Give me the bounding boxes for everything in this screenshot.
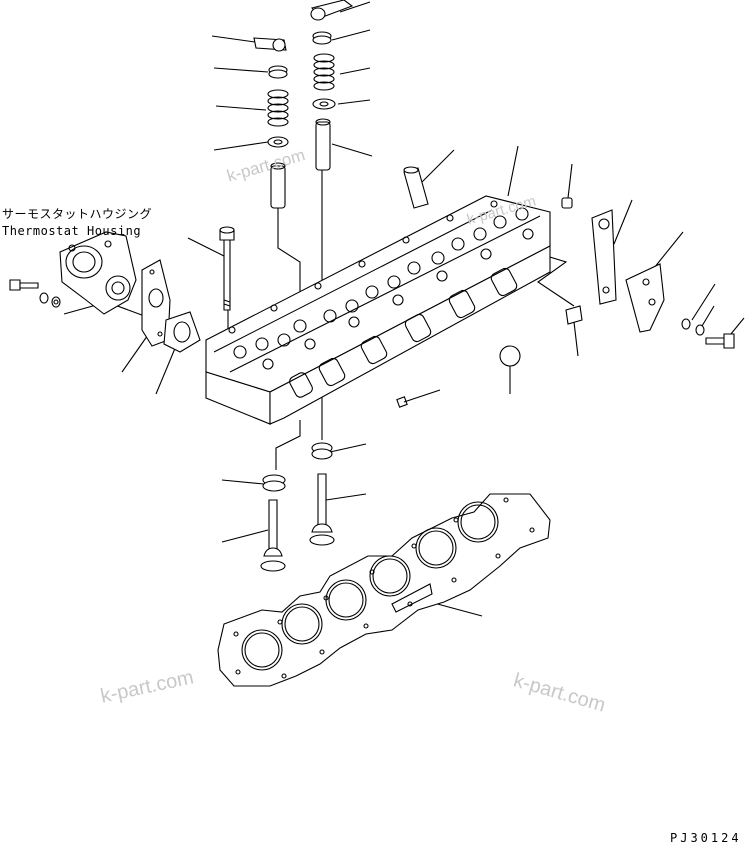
valve-stack-left [254, 38, 288, 208]
leader-lines [64, 2, 744, 616]
figure-code: PJ30124 [670, 831, 742, 845]
thermostat-housing-label-en: Thermostat Housing [2, 224, 142, 238]
thermostat-housing-label-ja: サーモスタットハウジング [2, 207, 153, 221]
engine-hanger [592, 210, 734, 348]
head-gasket [218, 494, 550, 686]
valve-stack-right [311, 0, 352, 170]
thermostat-gasket-and-plate [142, 260, 200, 352]
cylinder-head [206, 196, 582, 424]
valves-lower [261, 443, 334, 571]
thermostat-housing [10, 232, 136, 314]
head-bolt [220, 227, 234, 310]
injector-sleeve [404, 167, 428, 208]
